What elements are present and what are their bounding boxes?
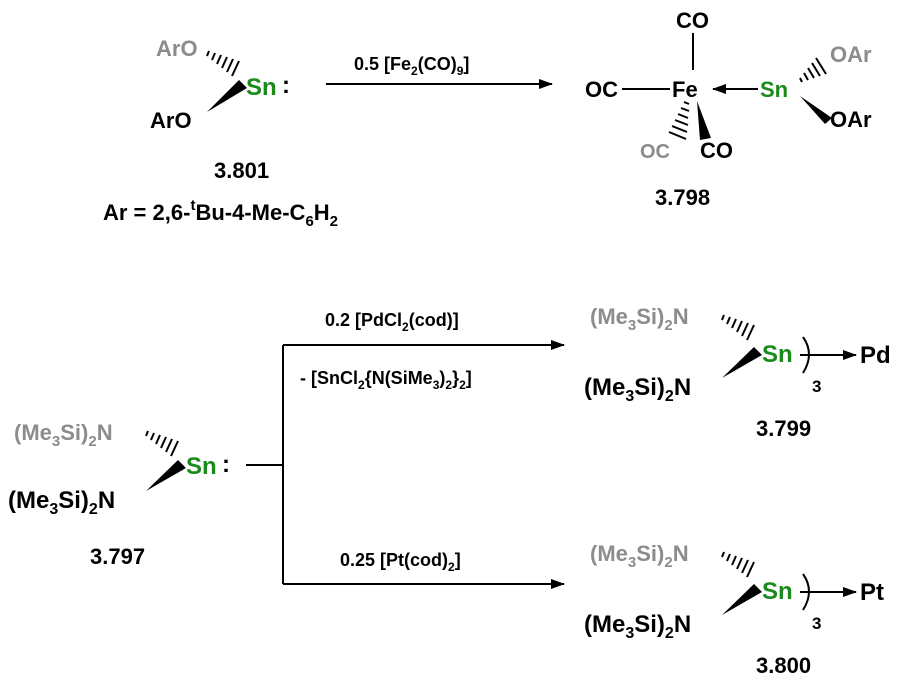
aryloxy-bottom-label: ArO [150, 108, 192, 133]
aryloxy-top-label: ArO [156, 36, 198, 61]
amide-top-label: (Me3Si)2N [14, 420, 113, 450]
hashed-bond [799, 57, 827, 83]
compound-3-797: (Me3Si)2N (Me3Si)2N Sn : 3.797 [8, 420, 230, 569]
tin-atom: Sn [762, 341, 793, 368]
byproduct-sncl2: - [SnCl2{N(SiMe3)2}2] [300, 368, 472, 392]
compound-label: 3.798 [655, 185, 710, 210]
amide-top-label: (Me3Si)2N [590, 541, 689, 571]
carbonyl-left: OC [585, 77, 618, 102]
tin-atom: Sn [762, 578, 793, 605]
iron-atom: Fe [672, 77, 698, 102]
carbonyl-top: CO [676, 8, 709, 33]
amide-bottom-label: (Me3Si)2N [8, 487, 115, 518]
reaction-arrow-top: 0.5 [Fe2(CO)9] [326, 54, 553, 89]
wedge-bond [697, 101, 711, 140]
carbonyl-back: OC [640, 141, 670, 163]
wedge-bond [207, 80, 247, 112]
stoichiometry-subscript: 3 [812, 614, 821, 633]
wedge-bond [800, 96, 832, 124]
compound-3-799: (Me3Si)2N (Me3Si)2N Sn 3 Pd 3.799 [584, 304, 891, 441]
tin-atom: Sn [246, 74, 277, 101]
lone-pair: : [222, 451, 230, 478]
platinum-atom: Pt [860, 579, 884, 606]
hashed-bond [721, 551, 755, 578]
amide-bottom-label: (Me3Si)2N [584, 374, 691, 405]
wedge-bond [722, 347, 762, 378]
ar-definition: Ar = 2,6-tBu-4-Me-C6H2 [103, 197, 338, 230]
aryloxy-top-label: OAr [830, 42, 872, 67]
tin-atom: Sn [760, 77, 788, 102]
reagent-pt-cod2: 0.25 [Pt(cod)2] [340, 550, 461, 574]
compound-3-798: CO OC Fe Sn OAr OAr OC CO [585, 8, 872, 210]
reagent-fe2co9: 0.5 [Fe2(CO)9] [354, 54, 469, 78]
palladium-atom: Pd [860, 342, 891, 369]
carbonyl-wedge: CO [700, 138, 733, 163]
compound-label: 3.800 [756, 653, 811, 678]
aryloxy-bottom-label: OAr [830, 107, 872, 132]
hashed-bond [668, 101, 690, 140]
hashed-bond [145, 430, 179, 457]
wedge-bond [146, 460, 186, 491]
compound-label: 3.801 [214, 158, 269, 183]
hashed-bond [206, 50, 240, 77]
tin-atom: Sn [186, 453, 217, 480]
compound-3-801: ArO ArO Sn : 3.801 Ar = 2,6-tBu-4-Me-C6H… [103, 36, 338, 230]
branching-arrows [246, 340, 565, 589]
compound-3-800: (Me3Si)2N (Me3Si)2N Sn 3 Pt 3.800 [584, 541, 884, 678]
compound-label: 3.797 [90, 544, 145, 569]
hashed-bond [721, 314, 755, 341]
amide-bottom-label: (Me3Si)2N [584, 611, 691, 642]
reagent-pdcl2-cod: 0.2 [PdCl2(cod)] [325, 310, 459, 334]
wedge-bond [722, 584, 762, 615]
compound-label: 3.799 [756, 416, 811, 441]
stoichiometry-subscript: 3 [812, 377, 821, 396]
lone-pair: : [282, 72, 290, 99]
amide-top-label: (Me3Si)2N [590, 304, 689, 334]
